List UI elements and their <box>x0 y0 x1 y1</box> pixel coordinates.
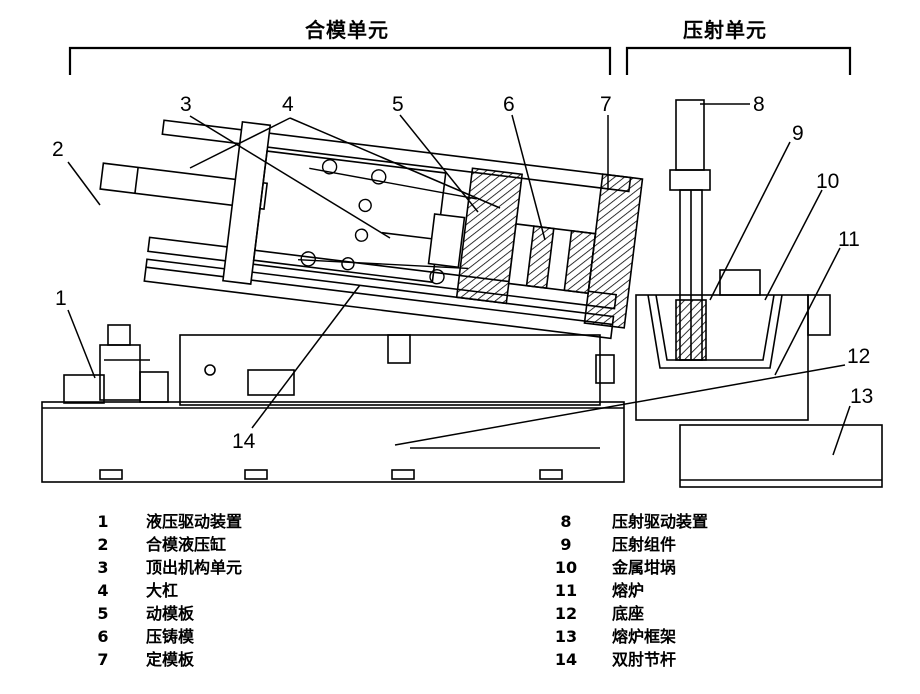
callout-3: 3 <box>180 93 192 116</box>
callout-14: 14 <box>232 430 256 453</box>
clamping-unit-title: 合模单元 <box>305 18 389 42</box>
callout-4: 4 <box>282 93 294 116</box>
callout-10: 10 <box>816 170 840 193</box>
callout-6: 6 <box>503 93 515 116</box>
injection-unit-title: 压射单元 <box>683 18 767 42</box>
injection-unit <box>635 99 883 488</box>
callout-9: 9 <box>792 122 804 145</box>
machine-base <box>41 334 625 483</box>
callout-1: 1 <box>55 287 67 310</box>
clamping-frame <box>99 119 644 340</box>
callout-13: 13 <box>850 385 874 408</box>
leader-lines <box>67 103 851 456</box>
callout-12: 12 <box>847 345 871 368</box>
callout-5: 5 <box>392 93 404 116</box>
hydraulic-power-unit <box>63 324 169 404</box>
callout-11: 11 <box>838 228 860 251</box>
callout-7: 7 <box>600 93 612 116</box>
clamping-unit-bracket <box>68 46 612 75</box>
callout-8: 8 <box>753 93 765 116</box>
callout-2: 2 <box>52 138 64 161</box>
injection-unit-bracket <box>625 46 852 75</box>
